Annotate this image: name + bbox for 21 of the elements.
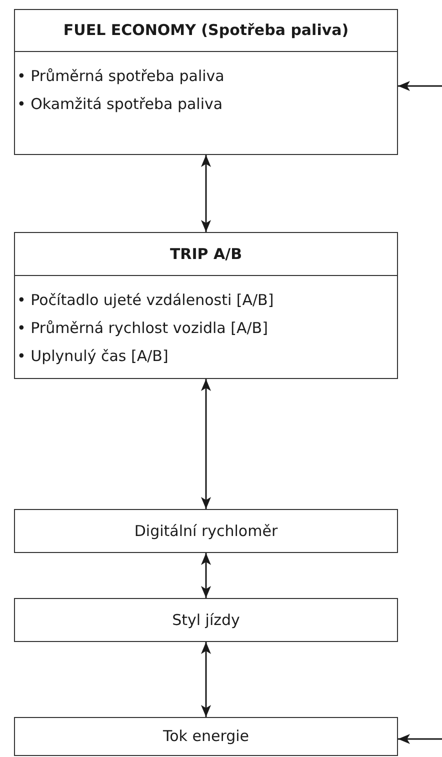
bullet-item: • Průměrná rychlost vozidla [A/B] <box>17 319 269 338</box>
bullet-item: • Uplynulý čas [A/B] <box>17 347 170 366</box>
process-box <box>14 598 398 642</box>
box-label: Digitální rychloměr <box>134 520 278 542</box>
process-box <box>14 717 398 756</box>
arrow <box>201 553 211 598</box>
bullet-item: • Průměrná spotřeba paliva <box>17 67 226 86</box>
box-heading: TRIP A/B <box>170 244 242 265</box>
bullet-item: • Počítadlo ujeté vzdálenosti [A/B] <box>17 291 275 310</box>
process-box <box>14 232 398 379</box>
box-heading: FUEL ECONOMY (Spotřeba paliva) <box>63 20 349 42</box>
arrow <box>398 81 442 91</box>
bullet-item: • Okamžitá spotřeba paliva <box>17 95 224 114</box>
process-box <box>14 509 398 553</box>
arrow <box>398 734 442 744</box>
arrow <box>201 155 211 232</box>
box-label: Styl jízdy <box>172 610 240 631</box>
arrow <box>201 642 211 717</box>
process-box <box>14 9 398 155</box>
box-label: Tok energie <box>162 726 250 748</box>
arrow <box>201 379 211 509</box>
